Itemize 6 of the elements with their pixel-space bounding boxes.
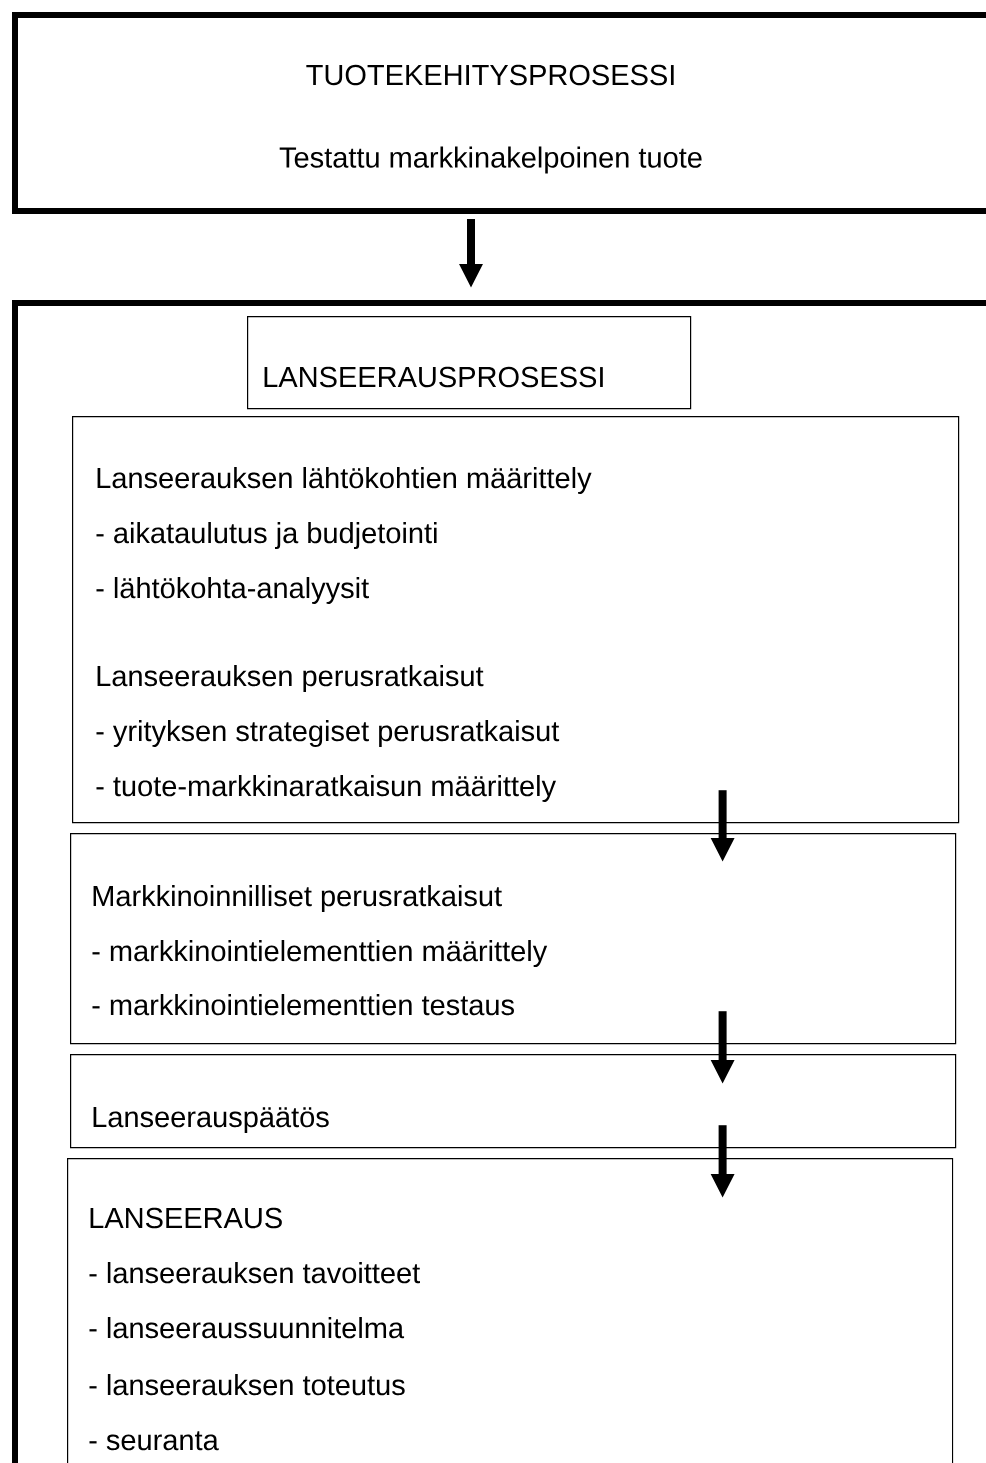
step-box: Markkinoinnilliset perusratkaisut - markkinointielementtien määrittely - markkinointielementtien testaus [70, 833, 957, 1045]
step-box: LANSEERAUS - lanseerauksen tavoitteet - lanseeraussuunnitelma - lanseerauksen toteutus - seuranta [67, 1158, 954, 1463]
heading-box: LANSEERAUSPROSESSI [247, 316, 692, 410]
process-box: TUOTEKEHITYSPROSESSI Testattu markkinakelpoinen tuote [12, 12, 986, 214]
step-box: Lanseerauspäätös [70, 1054, 957, 1149]
step-box: Lanseerauksen lähtökohtien määrittely - aikataulutus ja budjetointi - lähtökohta-analyysit Lanseerauksen perusratkaisut - yrityksen strategiset perusratkaisut - tuote-markkinaratkaisun määrittely [72, 416, 960, 824]
